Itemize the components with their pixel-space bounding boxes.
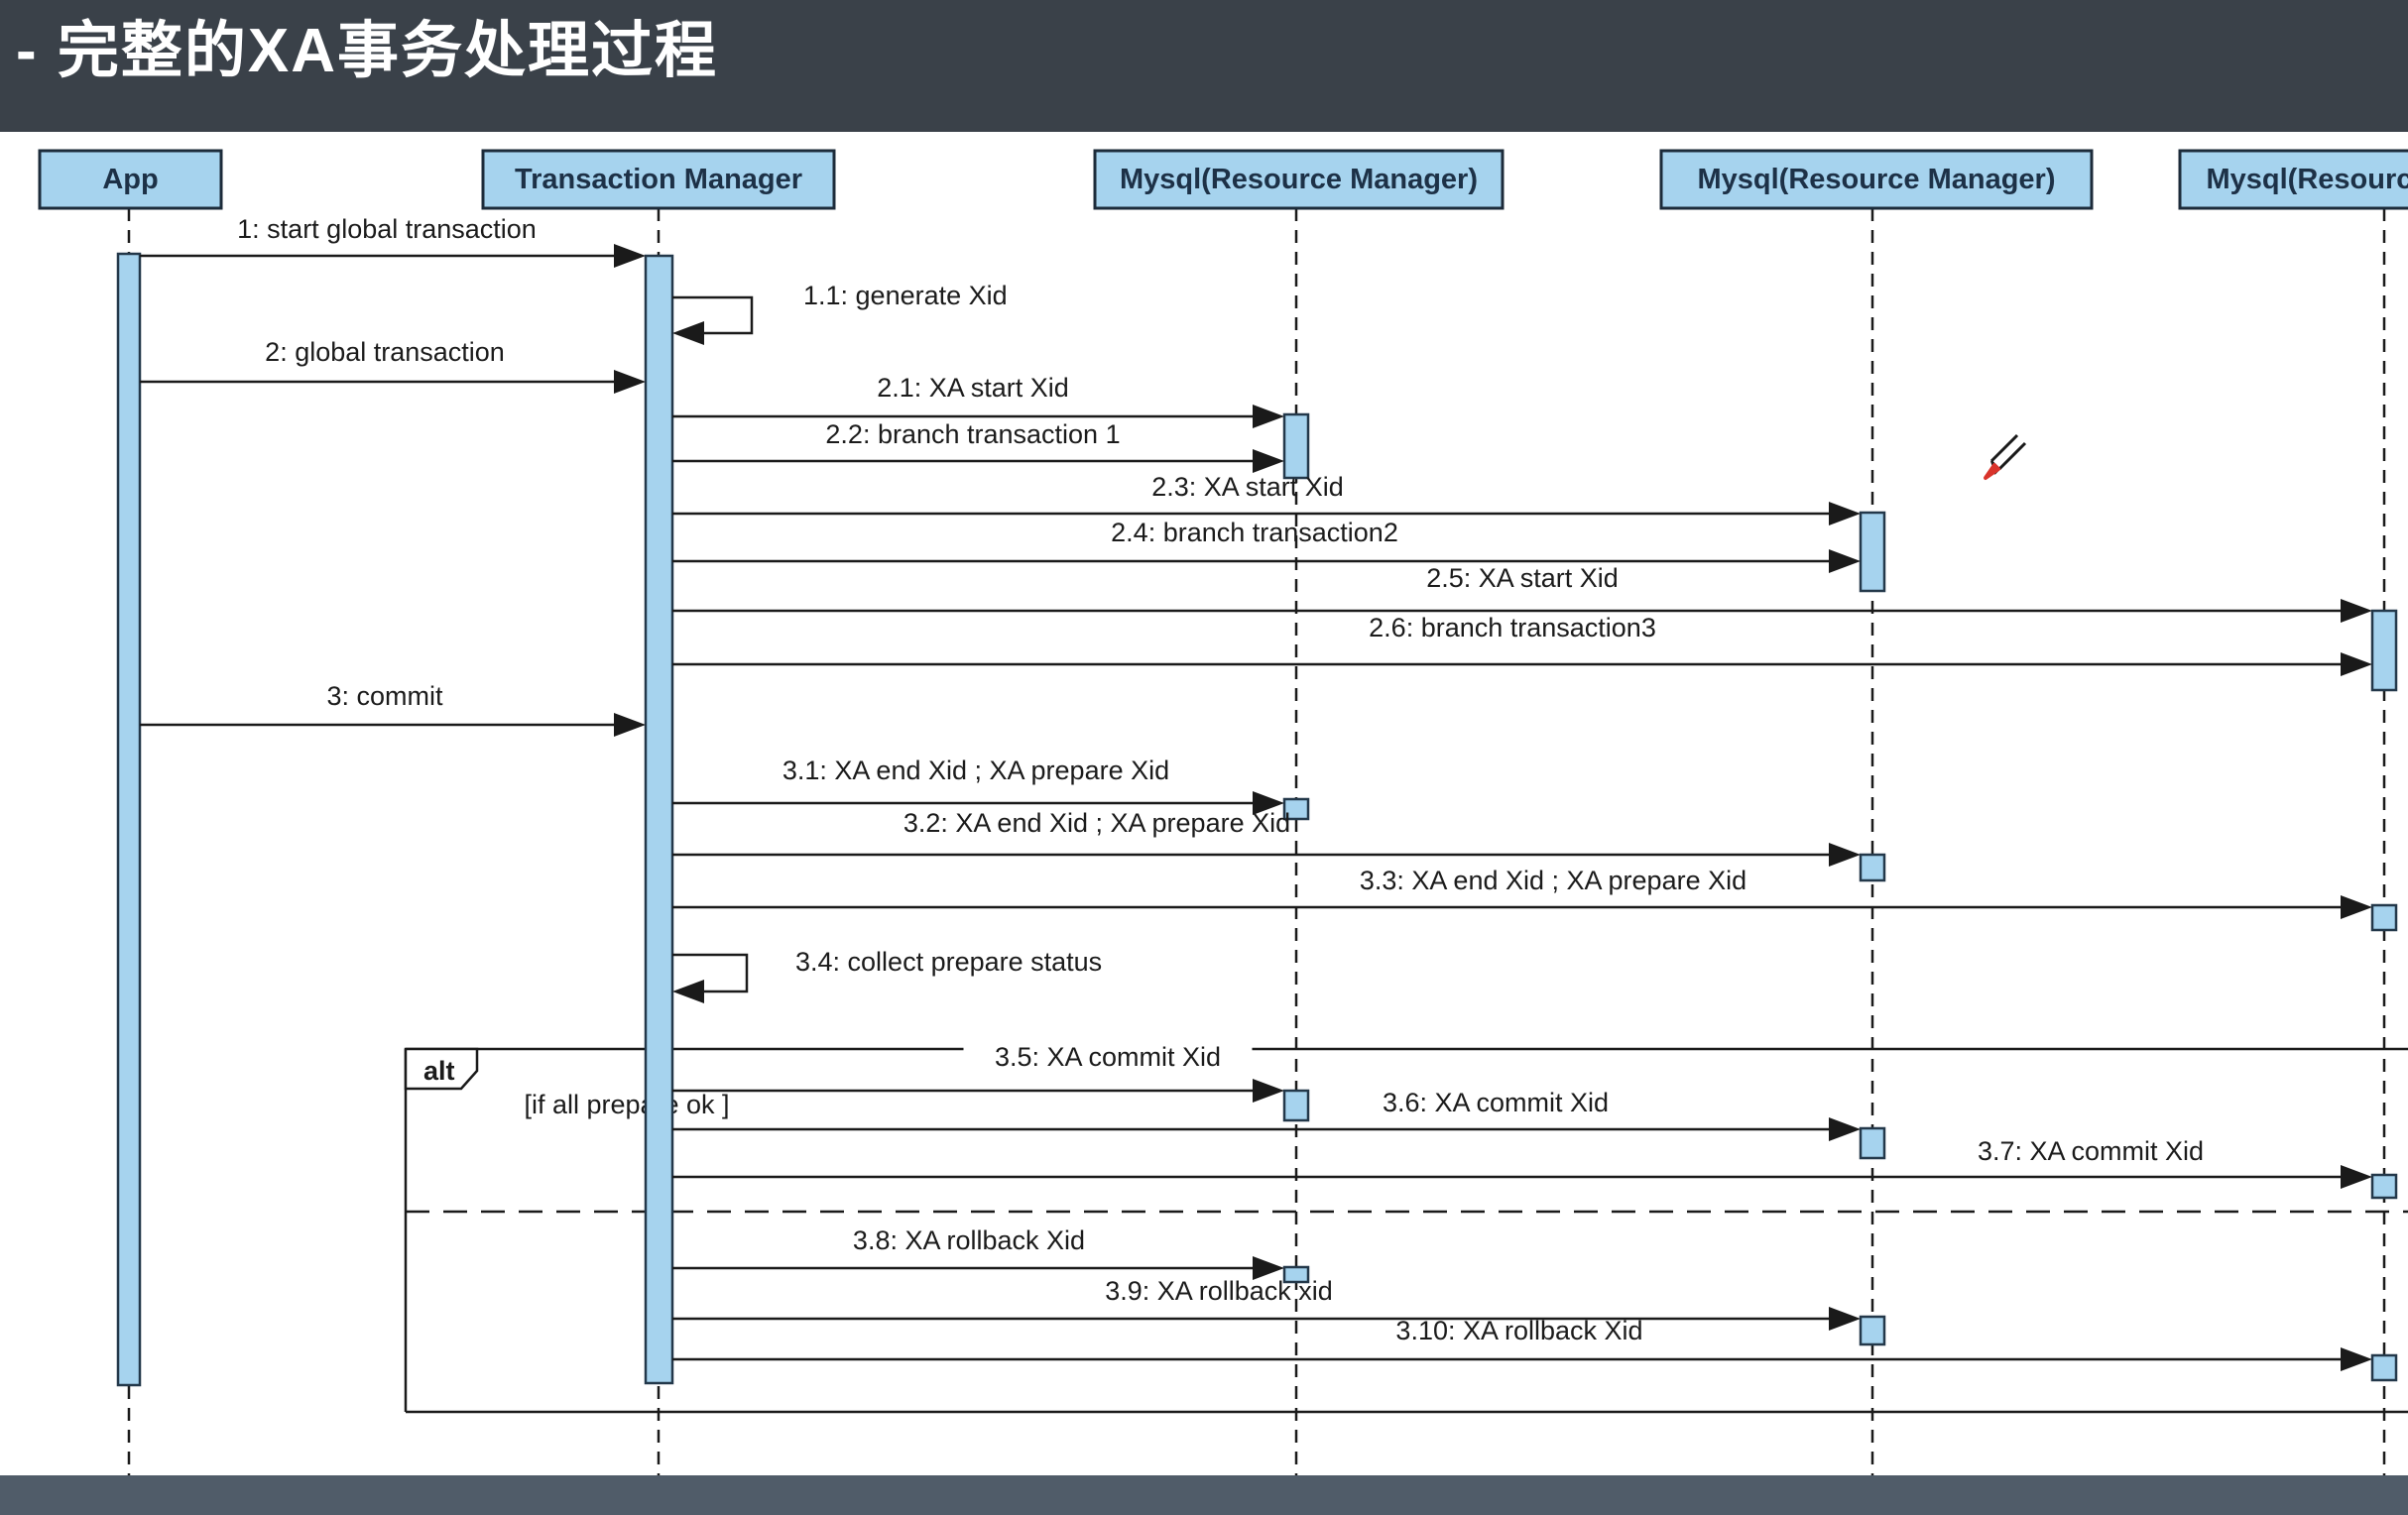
message-label: 3.5: XA commit Xid [995,1042,1221,1072]
actor-label-tm: Transaction Manager [515,164,802,195]
activation-rm1 [1282,412,1310,480]
alt-guard-label: [if all prepare ok ] [524,1090,729,1119]
actor-box-app [38,149,223,210]
actor-box-rm3 [2178,149,2408,210]
arrowhead [1829,843,1861,867]
actor-label-rm3: Mysql(Resource Manager) [2207,164,2408,195]
message-label: 1: start global transaction [237,214,537,244]
message-label: 3.8: XA rollback Xid [853,1225,1085,1255]
arrowhead [1253,405,1284,428]
message-label: 2.4: branch transaction2 [1111,518,1398,547]
arrowhead [2341,895,2372,919]
activation-rm3 [2370,1173,2398,1200]
slide-footer-bar [0,1475,2408,1515]
activation-tm [644,254,674,1385]
arrowhead [1253,791,1284,815]
message-label: 3.7: XA commit Xid [1978,1136,2204,1166]
message-label: 2: global transaction [265,337,505,367]
message-label: 3.10: XA rollback Xid [1395,1316,1642,1345]
message-label: 3.4: collect prepare status [795,947,1102,977]
message-label: 2.1: XA start Xid [877,373,1069,403]
arrowhead [672,980,704,1003]
arrowhead [614,370,646,394]
arrowhead [1829,549,1861,573]
message-label: 3.6: XA commit Xid [1383,1088,1609,1117]
arrowhead [614,713,646,737]
arrowhead [1253,1256,1284,1280]
activation-rm1 [1282,797,1310,821]
activation-rm1 [1282,1089,1310,1122]
activation-rm3 [2370,903,2398,932]
arrowhead [1829,502,1861,525]
actor-box-tm [481,149,836,210]
message-label: 2.5: XA start Xid [1426,563,1619,593]
activation-rm2 [1859,1315,1886,1346]
activation-rm2 [1859,511,1886,593]
message-label-bg [963,1041,1253,1074]
message-label: 1.1: generate Xid [803,281,1008,310]
arrowhead [1253,449,1284,473]
message-label: 2.2: branch transaction 1 [825,419,1120,449]
activation-rm3 [2370,1353,2398,1382]
self-message-line [672,295,754,335]
message-label: 3.2: XA end Xid ; XA prepare Xid [903,808,1290,838]
activation-rm2 [1859,853,1886,882]
slide-title-bar: - 完整的XA事务处理过程 [0,0,2408,132]
message-label: 3.3: XA end Xid ; XA prepare Xid [1360,866,1746,895]
message-label: 3.1: XA end Xid ; XA prepare Xid [783,756,1169,785]
message-label: 2.3: XA start Xid [1151,472,1344,502]
activation-app [116,252,142,1387]
actor-label-rm2: Mysql(Resource Manager) [1698,164,2056,195]
alt-pentagon [404,1047,479,1091]
arrowhead [1829,1307,1861,1331]
actor-box-rm1 [1093,149,1505,210]
activation-rm1 [1282,1265,1310,1284]
arrowhead [2341,652,2372,676]
activation-rm3 [2370,609,2398,692]
actor-box-rm2 [1659,149,2094,210]
arrowhead [614,244,646,268]
arrowhead [2341,1347,2372,1371]
message-label: 3: commit [326,681,443,711]
arrowhead [2341,599,2372,623]
alt-operator-label: alt [423,1056,455,1086]
arrowhead [1829,1117,1861,1141]
self-message-line [672,953,749,993]
actor-label-rm1: Mysql(Resource Manager) [1120,164,1478,195]
arrowhead [1253,1079,1284,1103]
page-title: - 完整的XA事务处理过程 [16,17,719,85]
message-label: 2.6: branch transaction3 [1369,613,1656,642]
arrowhead [2341,1165,2372,1189]
actor-label-app: App [102,164,158,195]
activation-rm2 [1859,1126,1886,1160]
arrowhead [672,321,704,345]
message-label: 3.9: XA rollback xid [1105,1276,1333,1306]
